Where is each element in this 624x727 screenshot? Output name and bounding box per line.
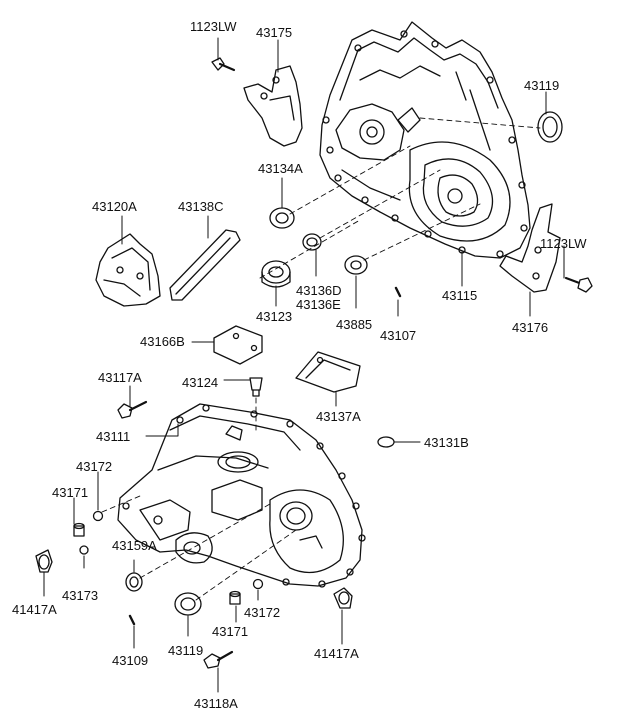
oil-seal-43119-top (537, 111, 563, 143)
plug-43171-lower (229, 590, 241, 605)
label-43117A: 43117A (98, 370, 142, 385)
cap-41417A-left (35, 549, 53, 573)
ring-43136 (302, 233, 322, 251)
label-43159A: 43159A (112, 538, 157, 553)
label-43171-upper: 43171 (52, 485, 89, 500)
label-43137A: 43137A (316, 409, 361, 424)
label-43171-lower: 43171 (212, 624, 249, 639)
bolt-43117A (117, 400, 148, 419)
label-43119-bottom: 43119 (168, 643, 204, 658)
bolt-1123LW-top (211, 57, 236, 72)
bolt-1123LW-right (564, 276, 593, 293)
label-43136E: 43136E (296, 297, 341, 312)
label-43111: 43111 (96, 429, 131, 444)
bolt-43118A (203, 650, 234, 669)
label-43176: 43176 (512, 320, 549, 335)
bracket-43175 (243, 65, 303, 147)
label-43118A: 43118A (194, 696, 238, 711)
washer-43885 (344, 255, 368, 275)
o-ring-43172-lower (252, 578, 264, 590)
label-43124: 43124 (182, 375, 219, 390)
pin-43109 (128, 614, 136, 626)
bearing-43123 (261, 260, 291, 288)
label-43120A: 43120A (92, 199, 137, 214)
label-43115: 43115 (442, 288, 478, 303)
label-43172-upper: 43172 (76, 459, 113, 474)
label-41417A-right: 41417A (314, 646, 359, 661)
clutch-housing (117, 403, 366, 588)
label-43107: 43107 (380, 328, 417, 343)
o-ring-43172-upper (92, 510, 104, 522)
label-41417A-left: 41417A (12, 602, 57, 617)
label-43885: 43885 (336, 317, 373, 332)
label-43166B: 43166B (140, 334, 185, 349)
label-43134A: 43134A (258, 161, 303, 176)
plate-43137A (295, 351, 361, 393)
rail-43138C (169, 229, 241, 301)
label-43175: 43175 (256, 25, 293, 40)
oval-43131B (377, 436, 395, 448)
label-43119-top: 43119 (524, 78, 560, 93)
washer-43173 (79, 545, 89, 555)
label-1123LW-top: 1123LW (190, 19, 237, 34)
plug-43124 (249, 377, 263, 397)
label-43172-lower: 43172 (244, 605, 281, 620)
transaxle-housing (319, 21, 531, 259)
alignment-lines (101, 117, 541, 601)
leader-lines (43, 37, 565, 693)
plug-43171-upper (73, 522, 85, 537)
label-43173: 43173 (62, 588, 99, 603)
label-43131B: 43131B (424, 435, 469, 450)
ring-43159A (125, 572, 143, 592)
label-1123LW-right: 1123LW (540, 236, 587, 251)
oil-seal-43119-bottom (174, 592, 202, 616)
pin-43107 (394, 286, 402, 298)
seal-43134A (269, 207, 295, 229)
bracket-43120A (95, 233, 161, 307)
bracket-43176 (499, 203, 561, 293)
label-43123: 43123 (256, 309, 293, 324)
plate-43166B (213, 325, 263, 365)
cap-41417A-right (333, 587, 353, 609)
label-43138C: 43138C (178, 199, 224, 214)
label-43109: 43109 (112, 653, 149, 668)
label-43136D: 43136D (296, 283, 342, 298)
